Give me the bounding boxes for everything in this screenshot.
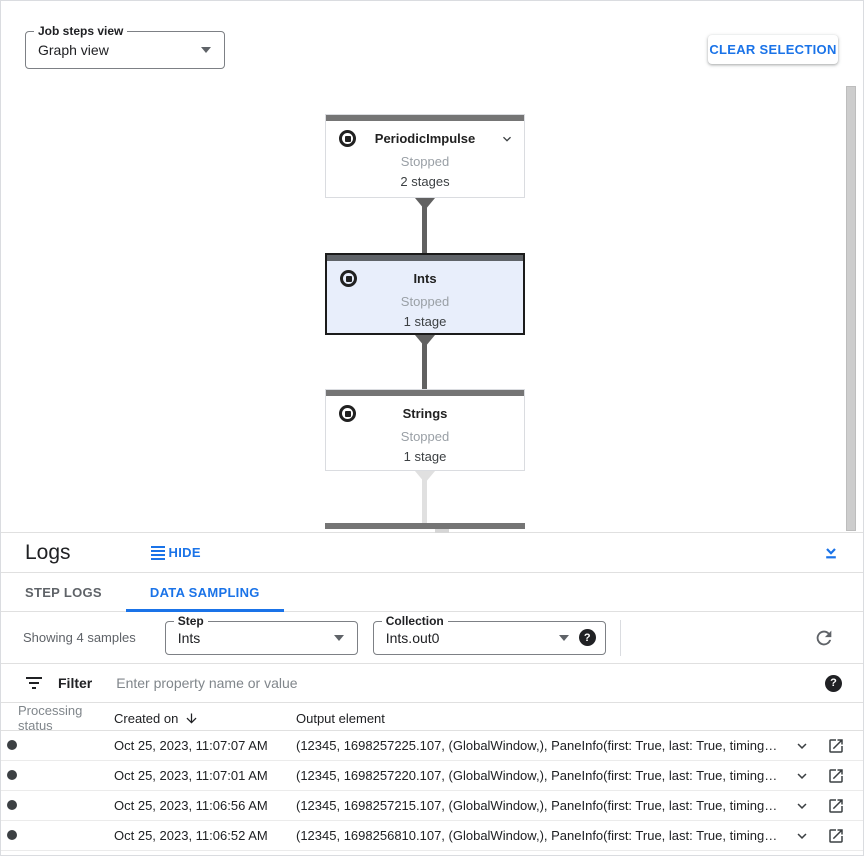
status-dot-icon [7, 770, 17, 780]
open-in-new-icon[interactable] [827, 767, 845, 785]
vertical-divider [619, 619, 621, 656]
hide-lines-icon [150, 545, 165, 560]
node-status: Stopped [400, 294, 450, 309]
node-title: Ints [413, 271, 437, 286]
table-row[interactable]: Oct 25, 2023, 11:06:56 AM (12345, 169825… [1, 791, 863, 821]
logs-panel-title: Logs [25, 540, 71, 564]
open-in-new-icon[interactable] [827, 737, 845, 755]
column-header-created-on[interactable]: Created on [114, 711, 296, 726]
node-head: PeriodicImpulse [326, 127, 524, 151]
graph-node-periodicimpulse[interactable]: PeriodicImpulse Stopped 2 stages [325, 114, 525, 198]
output-element-cell: (12345, 1698257220.107, (GlobalWindow,),… [296, 768, 778, 783]
hide-label: HIDE [168, 545, 201, 560]
collection-select[interactable]: Collection Ints.out0 ? [372, 613, 606, 655]
output-element-cell: (12345, 1698256810.107, (GlobalWindow,),… [296, 828, 778, 843]
filter-icon [26, 677, 42, 689]
refresh-samples-icon[interactable] [813, 627, 835, 649]
graph-horizontal-scrollbar[interactable] [435, 529, 449, 533]
node-topbar [326, 115, 524, 121]
dropdown-arrow-icon [333, 634, 344, 641]
processing-status-cell [1, 768, 114, 783]
sort-descending-icon [186, 713, 197, 723]
graph-node-strings[interactable]: Strings Stopped 1 stage [325, 389, 525, 471]
node-topbar [326, 390, 524, 396]
dropdown-arrow-icon [558, 634, 569, 641]
samples-summary: Showing 4 samples [23, 630, 136, 645]
node-status: Stopped [400, 154, 450, 169]
node-status: Stopped [400, 429, 450, 444]
job-steps-view-select[interactable]: Job steps view Graph view [25, 24, 225, 69]
created-on-cell: Oct 25, 2023, 11:07:07 AM [114, 738, 268, 753]
node-title: Strings [402, 406, 448, 421]
edge-line [422, 335, 427, 389]
clear-selection-button[interactable]: CLEAR SELECTION [708, 35, 838, 64]
node-stages: 1 stage [403, 449, 447, 464]
column-header-processing-status: Processing status [18, 703, 83, 733]
filter-input[interactable] [116, 675, 825, 691]
logs-panel: Logs HIDE STEP LOGS DATA SAMPLING Showin… [1, 532, 863, 851]
stopped-status-icon [339, 130, 356, 147]
logs-panel-header: Logs HIDE [1, 533, 863, 573]
offscreen-node-topbar [325, 523, 525, 529]
status-dot-icon [7, 740, 17, 750]
job-steps-view-value: Graph view [38, 42, 109, 58]
expand-row-chevron-icon[interactable] [793, 737, 811, 755]
job-graph-section: Job steps view Graph view CLEAR SELECTIO… [1, 1, 863, 533]
edge-line [422, 471, 427, 523]
filter-help-icon[interactable]: ? [825, 674, 842, 692]
status-dot-icon [7, 830, 17, 840]
created-on-label: Created on [114, 710, 179, 726]
edge-line [422, 198, 427, 253]
filter-label: Filter [58, 675, 93, 691]
processing-status-cell [1, 738, 114, 753]
table-row[interactable]: Oct 25, 2023, 11:07:07 AM (12345, 169825… [1, 731, 863, 761]
sampling-controls: Showing 4 samples Step Ints Collection I… [1, 612, 863, 664]
open-in-new-icon[interactable] [827, 797, 845, 815]
tab-data-sampling[interactable]: DATA SAMPLING [125, 573, 284, 612]
expand-row-chevron-icon[interactable] [793, 797, 811, 815]
logs-tabs: STEP LOGS DATA SAMPLING [1, 573, 863, 612]
graph-node-ints[interactable]: Ints Stopped 1 stage [325, 253, 525, 335]
table-row[interactable]: Oct 25, 2023, 11:07:01 AM (12345, 169825… [1, 761, 863, 791]
collection-select-label: Collection [381, 613, 448, 628]
node-topbar [327, 255, 523, 261]
dropdown-arrow-icon [201, 47, 211, 53]
job-steps-view-label: Job steps view [34, 24, 128, 38]
open-in-new-icon[interactable] [827, 827, 845, 845]
step-select-label: Step [173, 613, 208, 628]
created-on-cell: Oct 25, 2023, 11:07:01 AM [114, 768, 268, 783]
created-on-cell: Oct 25, 2023, 11:06:56 AM [114, 798, 268, 813]
node-title: PeriodicImpulse [374, 131, 476, 146]
expand-node-chevron-icon[interactable] [499, 131, 515, 147]
step-select-value: Ints [177, 629, 201, 646]
stopped-status-icon [340, 270, 357, 287]
expand-row-chevron-icon[interactable] [793, 827, 811, 845]
node-stages: 2 stages [400, 174, 450, 189]
hide-logs-button[interactable]: HIDE [150, 545, 201, 560]
output-element-cell: (12345, 1698257215.107, (GlobalWindow,),… [296, 798, 778, 813]
step-select[interactable]: Step Ints [164, 613, 358, 655]
status-dot-icon [7, 800, 17, 810]
collection-help-icon[interactable]: ? [578, 629, 596, 646]
collection-select-value: Ints.out0 [385, 629, 440, 646]
created-on-cell: Oct 25, 2023, 11:06:52 AM [114, 828, 268, 843]
graph-vertical-scrollbar[interactable] [846, 86, 856, 531]
table-header-row: Processing status Created on Output elem… [1, 703, 863, 733]
tab-step-logs[interactable]: STEP LOGS [25, 584, 102, 600]
node-head: Ints [327, 267, 523, 291]
node-stages: 1 stage [403, 314, 447, 329]
expand-row-chevron-icon[interactable] [793, 767, 811, 785]
processing-status-cell [1, 828, 114, 843]
processing-status-cell [1, 798, 114, 813]
filter-bar: Filter ? [1, 664, 863, 703]
node-head: Strings [326, 402, 524, 426]
output-element-cell: (12345, 1698257225.107, (GlobalWindow,),… [296, 738, 778, 753]
stopped-status-icon [339, 405, 356, 422]
collapse-panel-icon[interactable] [823, 545, 839, 561]
table-row[interactable]: Oct 25, 2023, 11:06:52 AM (12345, 169825… [1, 821, 863, 851]
column-header-output-element: Output element [296, 710, 385, 726]
